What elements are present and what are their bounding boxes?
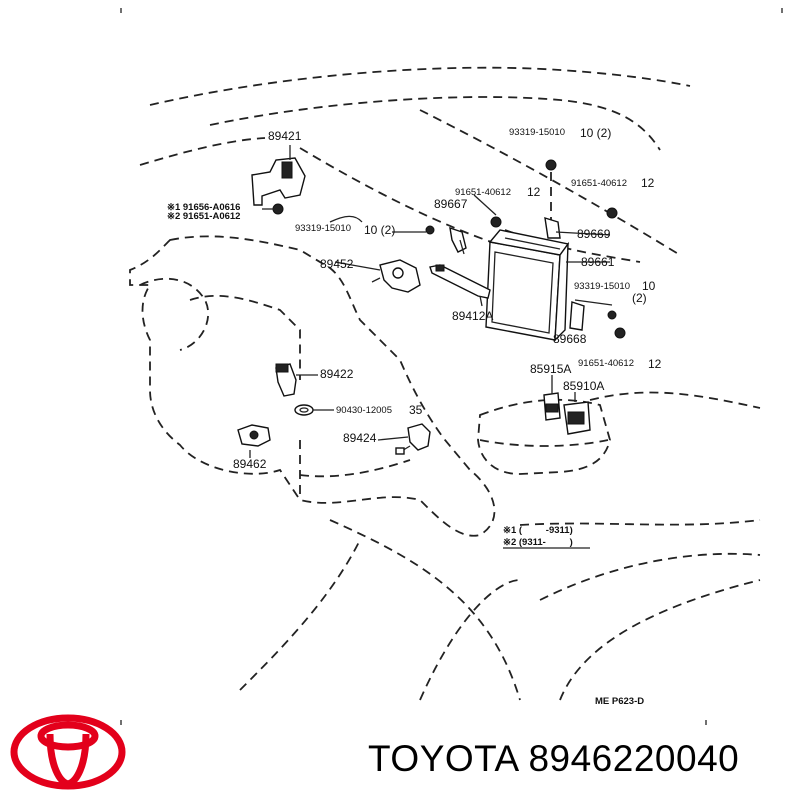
label-12-c: 12 <box>648 357 662 371</box>
link-89412A <box>429 264 491 307</box>
reservoir-tank <box>477 398 611 475</box>
legend-line-1: ※1 ( -9311) <box>503 525 573 536</box>
legend-line-2: ※2 (9311- ) <box>503 537 573 548</box>
label-89421: 89421 <box>268 129 302 143</box>
figure-code: ME P623-D <box>595 696 644 707</box>
bracket-89421 <box>251 145 306 215</box>
label-93319-15010-mid: 93319-15010 <box>295 223 351 234</box>
part-labels: 89421 93319-15010 10 (2) ※1 91656-A0616 … <box>167 126 662 471</box>
nuts <box>425 159 626 339</box>
label-12-a: 12 <box>527 185 541 199</box>
ecu-89661 <box>485 229 570 342</box>
engine-outline <box>129 235 496 537</box>
label-91651-40612-a: 91651-40612 <box>455 187 511 198</box>
label-10-2-mid: 10 (2) <box>364 223 395 237</box>
label-85910A: 85910A <box>563 379 604 393</box>
sensor-89462 <box>237 424 271 447</box>
label-89422: 89422 <box>320 367 354 381</box>
label-89661: 89661 <box>581 255 615 269</box>
sensor-89452 <box>371 259 421 293</box>
label-12-b: 12 <box>641 176 655 190</box>
body-outline <box>139 66 761 701</box>
label-91651-40612-c: 91651-40612 <box>578 358 634 369</box>
label-89452: 89452 <box>320 257 354 271</box>
sensor-89422 <box>275 363 314 416</box>
label-91651-A0612: ※2 91651-A0612 <box>167 211 240 222</box>
leader-lines <box>249 194 613 458</box>
label-91651-40612-b: 91651-40612 <box>571 178 627 189</box>
label-89667: 89667 <box>434 197 468 211</box>
label-90430-12005: 90430-12005 <box>336 405 392 416</box>
label-10-2-top: 10 (2) <box>580 126 611 140</box>
label-35: 35 <box>409 403 423 417</box>
label-85915A: 85915A <box>530 362 571 376</box>
label-91656-A0616: ※1 91656-A0616 <box>167 202 240 213</box>
label-2-right: (2) <box>632 291 647 305</box>
label-89412A: 89412A <box>452 309 493 323</box>
sensor-89424 <box>395 423 431 455</box>
label-89669: 89669 <box>577 227 611 241</box>
label-89424: 89424 <box>343 431 377 445</box>
label-93319-15010-top: 93319-15010 <box>509 127 565 138</box>
legend: ※1 ( -9311) ※2 (9311- ) <box>503 525 590 549</box>
brand-part-number: TOYOTA 8946220040 <box>368 738 740 779</box>
corner-marks <box>120 8 783 725</box>
label-10-right: 10 <box>642 279 656 293</box>
label-89668: 89668 <box>553 332 587 346</box>
toyota-logo <box>10 714 126 790</box>
relays <box>543 392 591 435</box>
label-89462: 89462 <box>233 457 267 471</box>
label-93319-15010-right: 93319-15010 <box>574 281 630 292</box>
